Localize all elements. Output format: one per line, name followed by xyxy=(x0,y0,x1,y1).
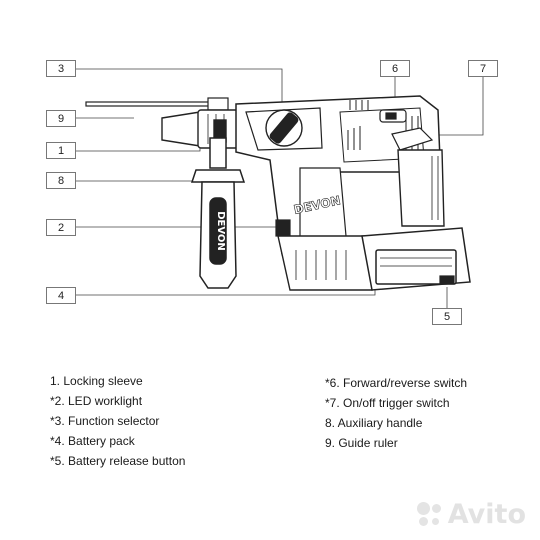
callout-3: 3 xyxy=(46,60,76,77)
callout-4: 4 xyxy=(46,287,76,304)
callout-9: 9 xyxy=(46,110,76,127)
handle-brand-label: DEVON xyxy=(215,211,226,251)
callout-8: 8 xyxy=(46,172,76,189)
callout-7: 7 xyxy=(468,60,498,77)
legend-item: 1. Locking sleeve xyxy=(50,374,143,388)
battery-pack xyxy=(361,227,471,291)
legend-item: *2. LED worklight xyxy=(50,394,143,408)
on-off-trigger xyxy=(391,127,434,151)
avito-logo-icon xyxy=(416,501,443,528)
legend-item: *7. On/off trigger switch xyxy=(325,396,450,410)
callout-5: 5 xyxy=(432,308,462,325)
legend-item: 8. Auxiliary handle xyxy=(325,416,423,430)
avito-watermark: Avito xyxy=(416,499,526,530)
drill-foot xyxy=(277,235,373,291)
legend-item: *3. Function selector xyxy=(50,414,160,428)
callout-1: 1 xyxy=(46,142,76,159)
legend-item: *5. Battery release button xyxy=(50,454,186,468)
function-selector xyxy=(265,109,303,147)
callout-2: 2 xyxy=(46,219,76,236)
legend-item: *6. Forward/reverse switch xyxy=(325,376,468,390)
locking-sleeve xyxy=(161,109,239,149)
led-worklight xyxy=(275,219,291,237)
forward-reverse-switch xyxy=(379,109,407,123)
auxiliary-handle xyxy=(190,137,246,289)
watermark-text: Avito xyxy=(447,499,526,530)
battery-release-button xyxy=(439,275,455,285)
guide-ruler xyxy=(85,97,229,111)
legend-item: 9. Guide ruler xyxy=(325,436,398,450)
callout-6: 6 xyxy=(380,60,410,77)
legend-right: *6. Forward/reverse switch *7. On/off tr… xyxy=(325,373,467,453)
legend-item: *4. Battery pack xyxy=(50,434,135,448)
legend-left: 1. Locking sleeve *2. LED worklight *3. … xyxy=(50,371,185,471)
rear-grip xyxy=(397,149,445,227)
